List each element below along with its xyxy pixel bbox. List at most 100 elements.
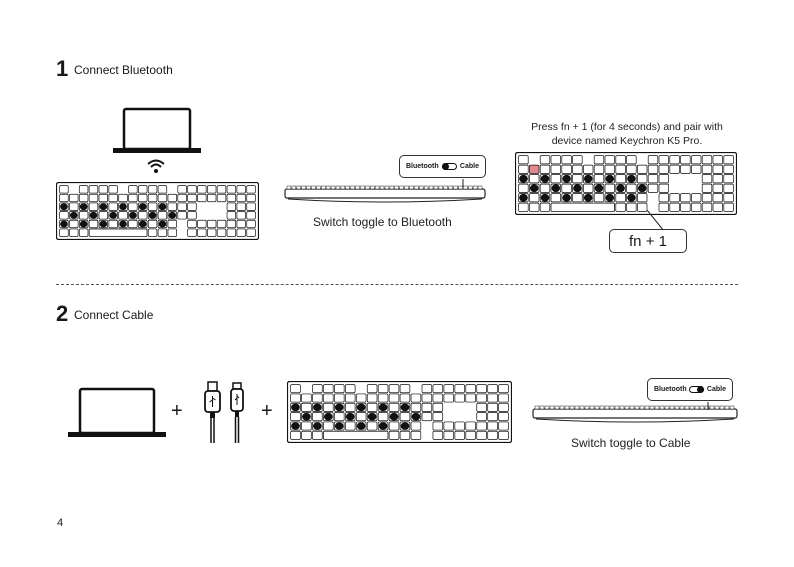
key [345,403,355,411]
key [411,394,421,402]
key [79,212,88,219]
keycap-side [555,406,559,409]
key [637,175,647,183]
key [637,165,647,173]
key [422,413,432,421]
key-dark [100,221,108,228]
key [313,413,323,421]
key [207,220,216,227]
keycap-side [660,406,664,409]
key [207,186,216,193]
key [400,431,410,439]
key [237,186,246,193]
key-dark [302,413,311,421]
key [422,403,432,411]
keycap-side [375,186,379,189]
key [477,394,487,402]
cable-label: Cable [460,163,479,170]
key [573,156,583,164]
key [594,156,604,164]
key [178,194,187,201]
key [198,194,207,201]
keycap-side [550,406,554,409]
key [422,394,432,402]
key [99,194,108,201]
key [444,431,454,439]
key [540,203,550,211]
key [400,385,410,393]
key [168,194,177,201]
key [670,156,680,164]
key-dark [562,175,571,183]
keycap-side [302,186,306,189]
key [247,220,256,227]
key-dark [616,184,625,192]
keycap-side [410,186,414,189]
key [659,156,669,164]
keycap-side [565,406,569,409]
key [247,203,256,210]
key [477,422,487,430]
key [433,422,443,430]
key [551,165,561,173]
key [594,194,604,202]
key [356,394,366,402]
key-dark [139,221,147,228]
key [681,203,691,211]
key [444,385,454,393]
spacebar-key [89,229,147,236]
key [477,403,487,411]
keycap-side [670,406,674,409]
keycap-side [585,406,589,409]
key-dark [638,184,647,192]
key-dark [595,184,604,192]
key [573,194,583,202]
toggle-switch-icon-2 [689,386,704,393]
key-dark [139,203,147,210]
key [411,403,421,411]
key [659,175,669,183]
key [178,203,187,210]
key [551,156,561,164]
key [389,422,399,430]
key [367,422,377,430]
key [109,220,118,227]
key [207,194,216,201]
keycap-side [419,186,423,189]
key [455,431,465,439]
keycap-side [370,186,374,189]
key [99,186,108,193]
key-dark [541,194,550,202]
key [378,413,388,421]
key [681,165,691,173]
key [573,175,583,183]
key [247,212,256,219]
key [323,403,333,411]
key [345,394,355,402]
keycap-side [560,406,564,409]
laptop-icon-cable [67,387,167,439]
key [188,229,197,236]
key [466,385,476,393]
key-dark [412,413,421,421]
step-2-number: 2 [56,303,68,325]
pointer-line [450,179,480,189]
key [79,229,88,236]
key [488,394,498,402]
key [594,165,604,173]
key [702,175,712,183]
toggle-cable-caption: Switch toggle to Cable [571,436,690,450]
key [129,186,138,193]
key [323,394,333,402]
keycap-side [655,406,659,409]
key-dark [90,212,98,219]
key [158,186,167,193]
key [227,212,236,219]
key-dark [335,404,344,412]
key-dark [584,194,593,202]
keycap-side [395,186,399,189]
key [519,165,529,173]
key [724,175,734,183]
keycap-side [610,406,614,409]
key [99,212,108,219]
